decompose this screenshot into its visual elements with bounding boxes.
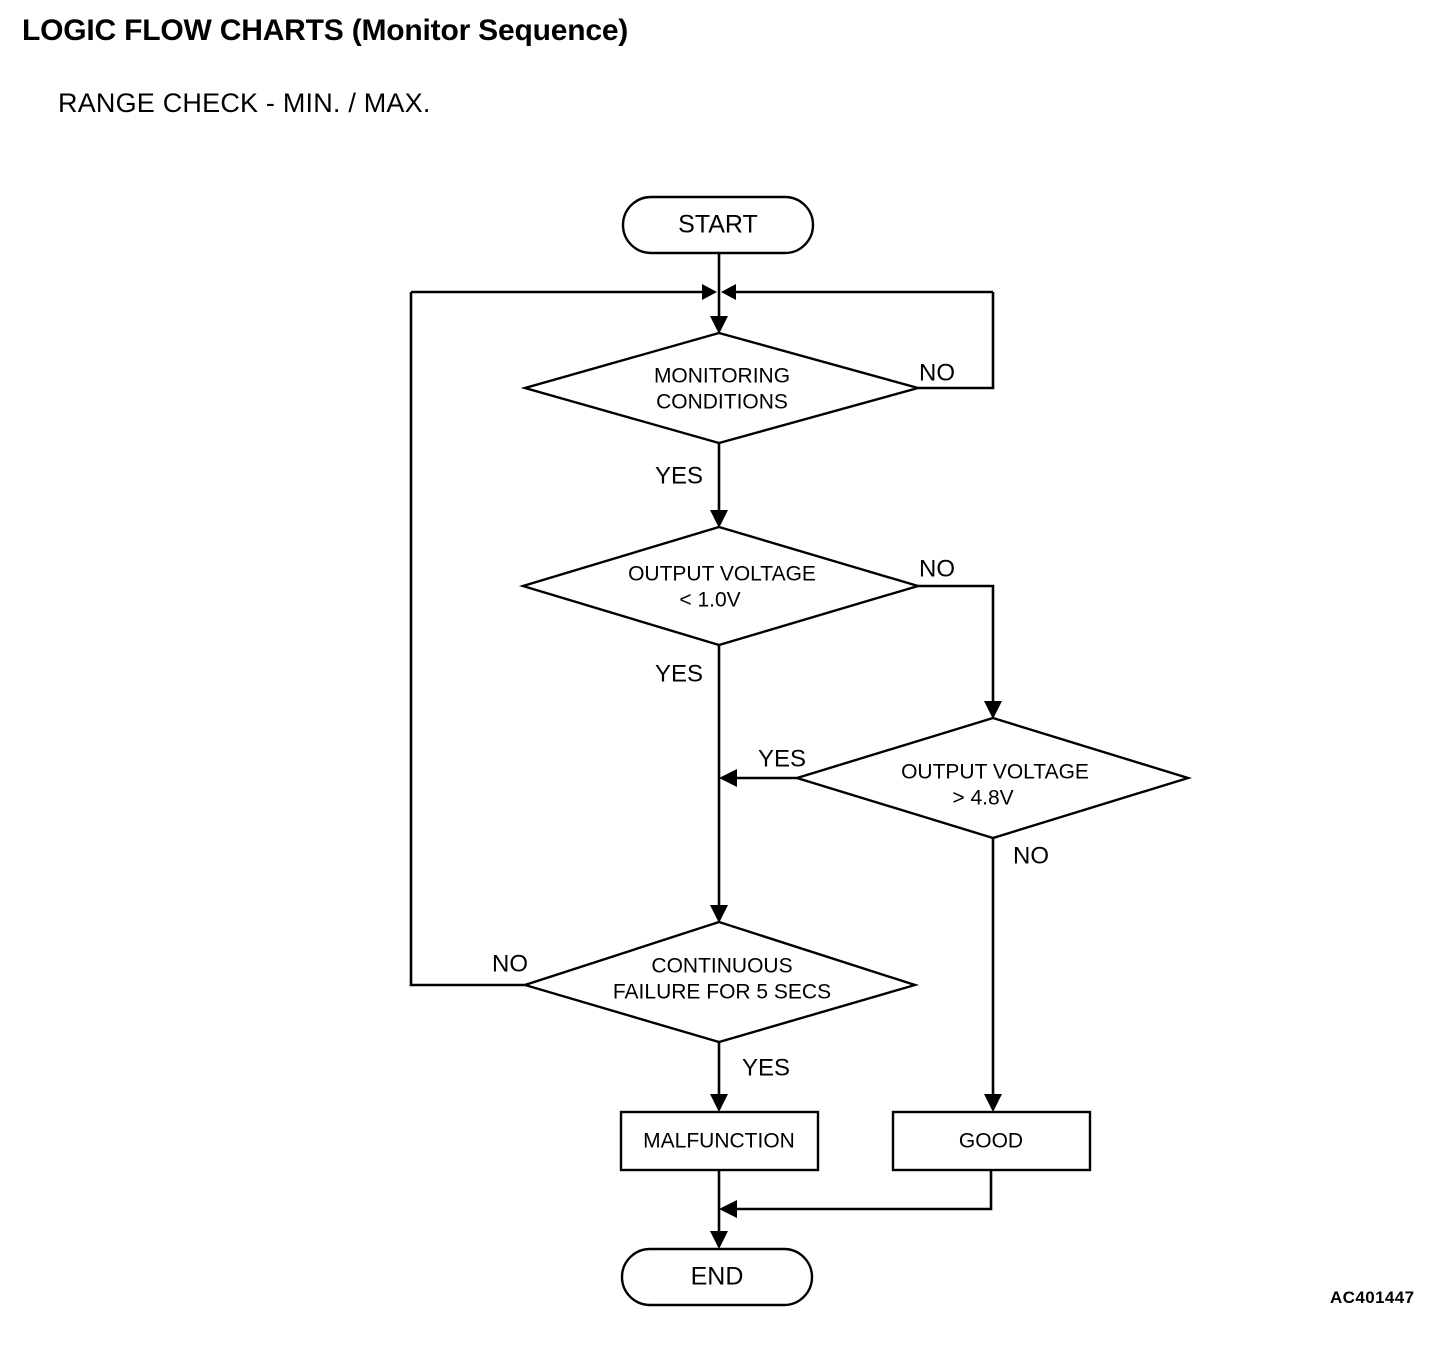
decision-2-label-line1: OUTPUT VOLTAGE (628, 563, 816, 586)
good-box-shape (891, 1110, 1092, 1172)
node-start: START (621, 195, 815, 255)
page-subtitle: RANGE CHECK - MIN. / MAX. (58, 88, 431, 118)
decision-1-label-line2: CONDITIONS (656, 391, 788, 414)
start-label: START (678, 211, 758, 239)
decision-3-label-line1: OUTPUT VOLTAGE (901, 761, 1089, 784)
good-label: GOOD (959, 1130, 1023, 1153)
edge-good-to-end (732, 1170, 993, 1211)
node-decision-output-voltage-min: OUTPUT VOLTAGE < 1.0V (518, 525, 923, 647)
decision-4-label-line2: FAILURE FOR 5 SECS (613, 981, 831, 1004)
end-terminator-shape (620, 1247, 814, 1307)
arrowhead-into-decision-3 (984, 701, 1002, 719)
node-decision-monitoring-conditions: MONITORING CONDITIONS (520, 331, 923, 445)
malfunction-box-shape (619, 1110, 820, 1172)
node-malfunction: MALFUNCTION (619, 1110, 820, 1172)
node-good: GOOD (891, 1110, 1092, 1172)
decision-2-diamond-shape (518, 525, 923, 647)
arrowhead-into-decision-4 (710, 905, 728, 923)
decision-2-label-line2: < 1.0V (679, 589, 740, 612)
arrowhead-into-malfunction-box (710, 1094, 728, 1112)
node-end: END (620, 1247, 814, 1307)
page-title: LOGIC FLOW CHARTS (Monitor Sequence) (22, 14, 629, 47)
decision-1-diamond-shape (520, 331, 923, 445)
node-decision-output-voltage-max: OUTPUT VOLTAGE > 4.8V (792, 716, 1193, 840)
end-label: END (691, 1263, 744, 1291)
arrowhead-into-end (710, 1231, 728, 1249)
decision-1-label-line1: MONITORING (654, 365, 790, 388)
edge-decision-1-no (918, 292, 995, 390)
arrowhead-into-decision-2 (710, 510, 728, 528)
arrowhead-into-good-box (984, 1094, 1002, 1112)
branch-label-decision-3-yes: YES (758, 745, 806, 772)
arrowhead-loop-left-into-merge (702, 284, 717, 300)
branch-label-decision-2-no: NO (919, 555, 955, 582)
malfunction-label: MALFUNCTION (643, 1130, 795, 1153)
branch-label-decision-4-no: NO (492, 950, 528, 977)
reference-code: AC401447 (1330, 1288, 1415, 1307)
branch-label-decision-4-yes: YES (742, 1054, 790, 1081)
arrowhead-decision-3-yes-into-spine (719, 769, 737, 787)
branch-label-decision-2-yes: YES (655, 660, 703, 687)
node-decision-continuous-failure: CONTINUOUS FAILURE FOR 5 SECS (520, 920, 920, 1044)
arrowhead-loop-right-into-merge (721, 284, 736, 300)
branch-label-decision-1-no: NO (919, 359, 955, 386)
edge-decision-2-no (918, 584, 995, 706)
arrowhead-good-join-spine (719, 1200, 737, 1218)
branch-label-decision-1-yes: YES (655, 462, 703, 489)
decision-3-label-line2: > 4.8V (952, 787, 1013, 810)
branch-label-decision-3-no: NO (1013, 842, 1049, 869)
arrowhead-into-decision-1 (710, 316, 728, 334)
edge-decision-4-no (409, 292, 525, 987)
decision-4-label-line1: CONTINUOUS (651, 955, 792, 978)
